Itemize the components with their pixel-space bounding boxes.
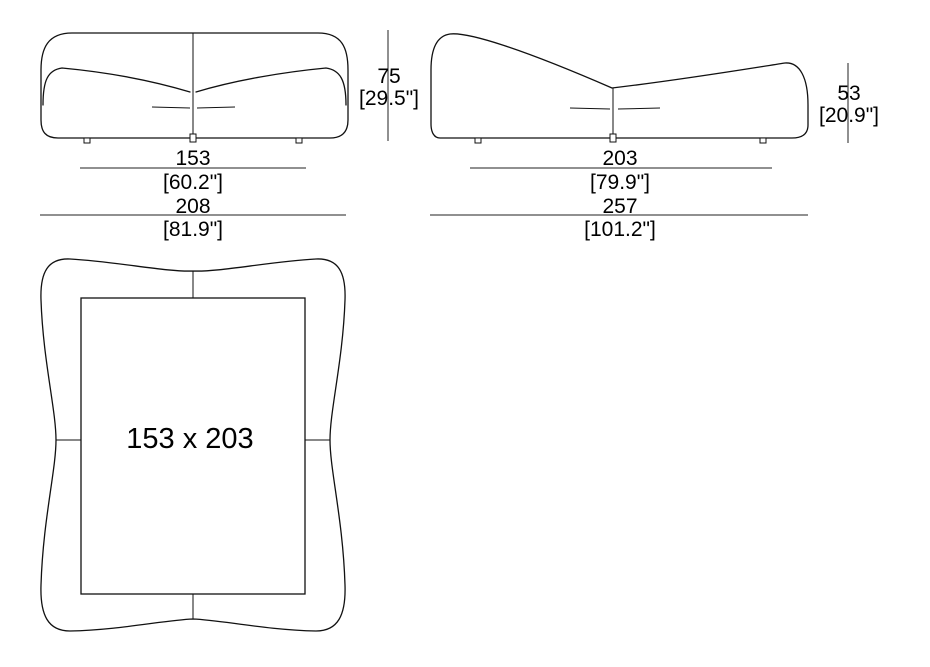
side-seat-fold <box>617 107 661 110</box>
side-inner-length-in: [79.9"] <box>590 171 650 194</box>
mattress-size-label: 153 x 203 <box>126 423 253 455</box>
front-left-cushion <box>42 67 191 106</box>
front-foot-center <box>189 133 197 143</box>
top-view: 153 x 203 <box>40 258 346 632</box>
front-foot-left <box>83 137 91 144</box>
front-right-cushion <box>195 67 347 106</box>
side-foot-left <box>474 137 482 144</box>
mattress-rectangle <box>80 297 306 595</box>
side-seat-height-in: [20.9"] <box>819 104 879 127</box>
side-view: 53 [20.9"] 203 [79.9"] 257 [101.2"] <box>430 33 879 241</box>
front-left-fold <box>151 106 191 109</box>
front-height-cm: 75 <box>377 65 400 88</box>
front-view-outline <box>40 32 349 139</box>
side-view-outline <box>430 33 809 139</box>
front-overall-width-in: [81.9"] <box>163 218 223 241</box>
side-foot-right <box>759 137 767 144</box>
front-right-fold <box>196 106 236 109</box>
top-view-outline <box>40 258 346 632</box>
front-height-in: [29.5"] <box>359 87 419 110</box>
front-inner-width-cm: 153 <box>175 147 210 170</box>
side-back-fold <box>569 107 611 110</box>
front-overall-width-cm: 208 <box>175 195 210 218</box>
side-seat-height-cm: 53 <box>837 82 860 105</box>
front-foot-right <box>295 137 303 144</box>
side-overall-length-cm: 257 <box>602 195 637 218</box>
side-inner-length-cm: 203 <box>602 147 637 170</box>
front-view: 75 [29.5"] 153 [60.2"] 208 [81.9"] <box>40 30 419 241</box>
side-overall-length-in: [101.2"] <box>584 218 656 241</box>
front-inner-width-in: [60.2"] <box>163 171 223 194</box>
side-foot-center <box>609 133 617 143</box>
